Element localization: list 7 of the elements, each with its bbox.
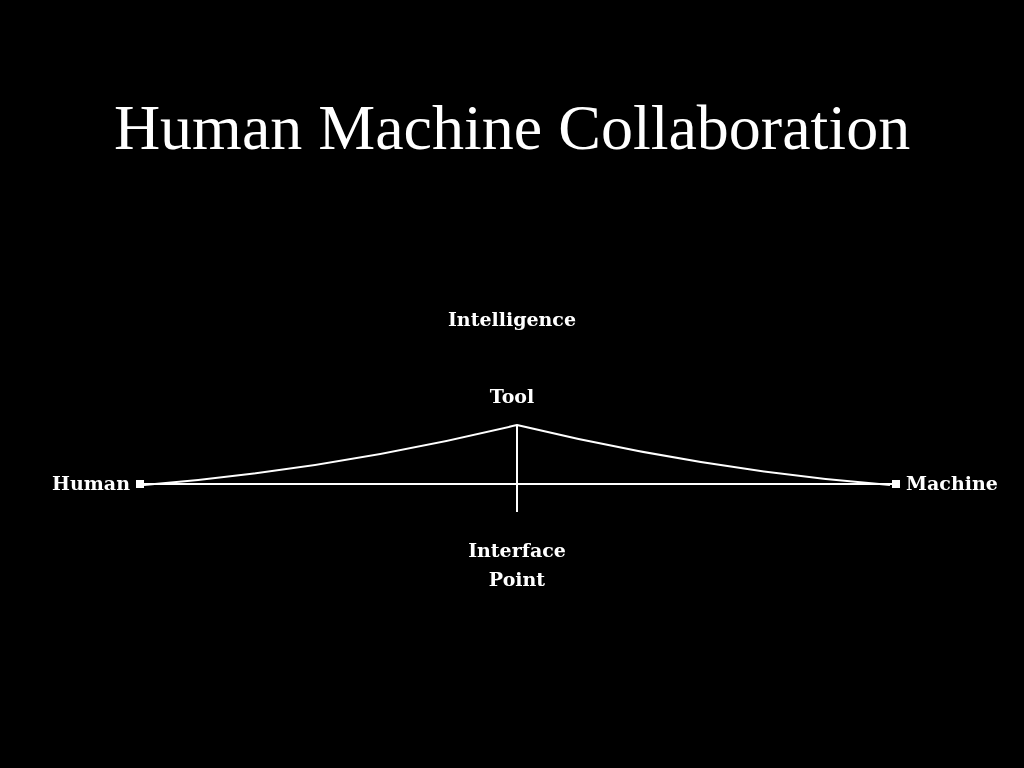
axis-label: Tool [488,384,536,409]
node-label: Human [40,471,130,495]
node-label: Machine [906,471,1006,495]
axis-label: Interface Point [467,538,567,592]
title: Human Machine Collaboration [112,91,912,165]
baseline [136,480,900,488]
axis-label: Intelligence [446,307,578,332]
